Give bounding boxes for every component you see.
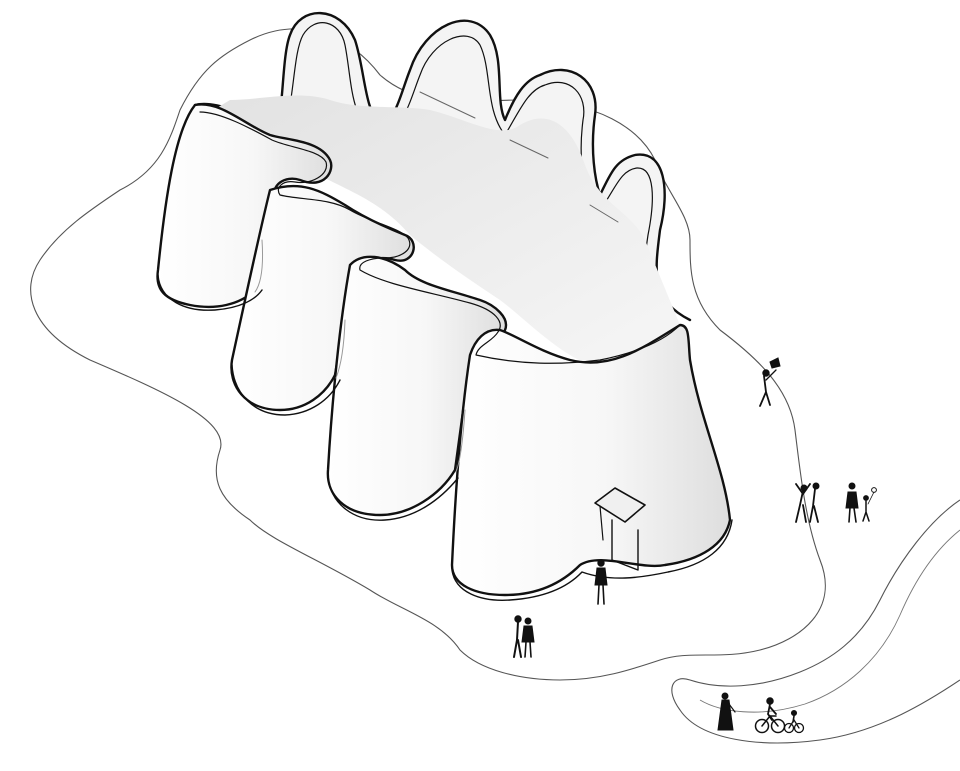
couple [513, 615, 535, 658]
child-cyclist [783, 709, 805, 734]
site-boundary [30, 28, 826, 681]
tension-line [589, 204, 619, 223]
base-line [451, 519, 733, 601]
tension-line [419, 91, 476, 119]
winding-path-outer [671, 499, 960, 744]
lobe-seam [254, 239, 263, 293]
lobe-seam [335, 319, 346, 379]
door-frame [611, 519, 639, 571]
woman-long-dress [717, 692, 736, 731]
single-visitor [594, 559, 608, 605]
front-wall-lobe-4 [450, 323, 732, 597]
cyclist [754, 697, 786, 734]
base-line [327, 474, 459, 521]
family-group [795, 482, 877, 523]
tension-line [509, 139, 549, 159]
base-line [231, 364, 341, 416]
door-canopy [594, 487, 646, 523]
lobe-seam [455, 409, 466, 473]
door-pole [599, 505, 604, 541]
winding-path-inner [699, 529, 960, 713]
people [513, 357, 877, 734]
walker-with-kite [759, 357, 781, 407]
front-top-rim [199, 111, 681, 364]
base-line [157, 274, 263, 311]
pavilion [156, 11, 733, 601]
entrance [594, 487, 646, 571]
back-wall-top-inner [204, 22, 681, 326]
